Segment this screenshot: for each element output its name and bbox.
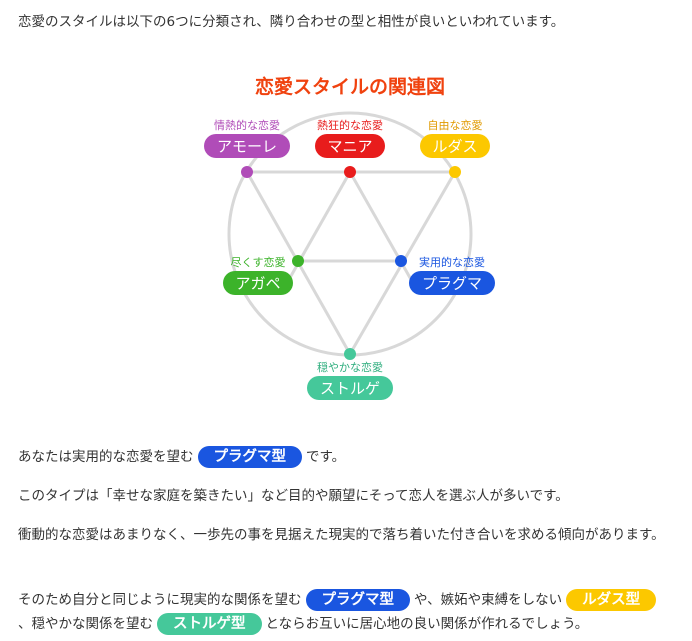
tendency-text: 衝動的な恋愛はあまりなく、一歩先の事を見据えた現実的で落ち着いた付き合いを求める…	[18, 527, 665, 543]
intro-text: 恋愛のスタイルは以下の6つに分類され、隣り合わせの型と相性が良いといわれています…	[18, 14, 565, 30]
mania-subtitle: 熱狂的な恋愛	[317, 118, 383, 132]
storge-label-pill	[307, 376, 393, 400]
ludus-label: ルダス	[432, 138, 477, 156]
agape-point	[292, 255, 304, 267]
pragma-point	[395, 255, 407, 267]
description-text: このタイプは「幸せな家庭を築きたい」など目的や願望にそって恋人を選ぶ人が多いです…	[18, 488, 569, 504]
pragma-label-pill	[409, 271, 495, 295]
ludus-subtitle: 自由な恋愛	[428, 118, 483, 132]
amore-label: アモーレ	[217, 138, 277, 156]
text: そのため自分と同じように現実的な関係を望む	[18, 592, 302, 608]
storge-type-badge: ストルゲ型	[157, 613, 262, 635]
result-after: です。	[306, 449, 346, 465]
pragma-subtitle: 実用的な恋愛	[419, 255, 485, 269]
text: とならお互いに居心地の良い関係が作れるでしょう。	[265, 616, 589, 632]
result-text: あなたは実用的な恋愛を望むプラグマ型です。	[18, 445, 678, 469]
storge-point	[344, 348, 356, 360]
pragma-label: プラグマ	[422, 275, 482, 293]
mania-label: マニア	[327, 138, 372, 156]
text: 、穏やかな関係を望む	[18, 616, 153, 632]
amore-point	[241, 166, 253, 178]
ludus-point	[449, 166, 461, 178]
storge-subtitle: 穏やかな恋愛	[317, 360, 383, 374]
pragma-type-badge: プラグマ型	[305, 589, 410, 611]
amore-label-pill	[204, 134, 290, 158]
storge-label: ストルゲ	[320, 380, 380, 398]
pragma-type-badge: プラグマ型	[197, 446, 302, 468]
agape-subtitle: 尽くす恋愛	[231, 255, 286, 269]
result-before: あなたは実用的な恋愛を望む	[18, 449, 194, 465]
agape-label-pill	[223, 271, 293, 295]
mania-point	[344, 166, 356, 178]
ludus-type-badge: ルダス型	[566, 589, 657, 611]
amore-subtitle: 情熱的な恋愛	[214, 118, 280, 132]
agape-label: アガペ	[235, 275, 280, 293]
text: や、嫉妬や束縛をしない	[414, 592, 563, 608]
compatibility-text: そのため自分と同じように現実的な関係を望むプラグマ型や、嫉妬や束縛をしないルダス…	[18, 588, 678, 636]
ludus-label-pill	[420, 134, 490, 158]
diagram-title: 恋愛スタイルの関連図	[255, 75, 445, 98]
mania-label-pill	[315, 134, 385, 158]
